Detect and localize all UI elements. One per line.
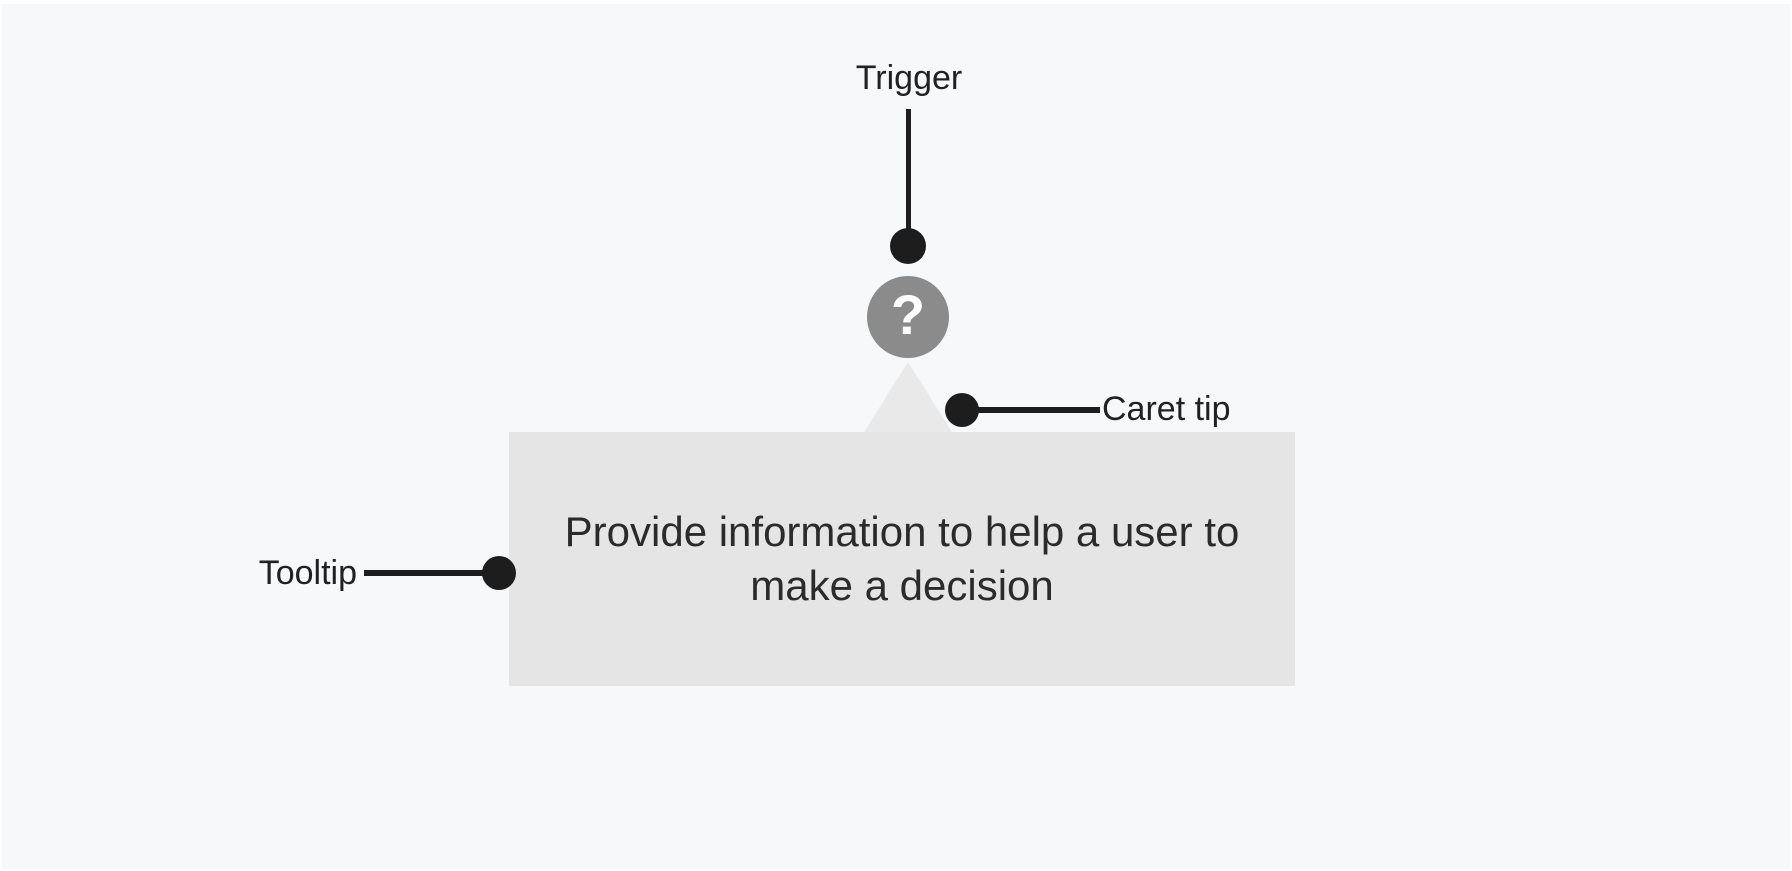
diagram-canvas: Trigger ? Caret tip Provide information … — [2, 4, 1790, 869]
caret-tip-callout-line — [960, 407, 1100, 413]
tooltip-message: Provide information to help a user to ma… — [564, 508, 1240, 609]
tooltip-callout-label: Tooltip — [258, 554, 357, 592]
tooltip-body: Provide information to help a user to ma… — [509, 432, 1295, 686]
trigger-callout-label: Trigger — [855, 59, 963, 97]
trigger-callout-dot — [890, 228, 926, 264]
trigger-callout-line — [906, 109, 911, 234]
tooltip-callout-dot — [482, 556, 516, 590]
tooltip-caret — [864, 362, 952, 432]
caret-tip-callout-label: Caret tip — [1102, 390, 1231, 428]
question-mark-icon: ? — [890, 283, 926, 346]
tooltip-callout-line — [364, 570, 494, 576]
help-trigger-button[interactable]: ? — [867, 276, 949, 358]
